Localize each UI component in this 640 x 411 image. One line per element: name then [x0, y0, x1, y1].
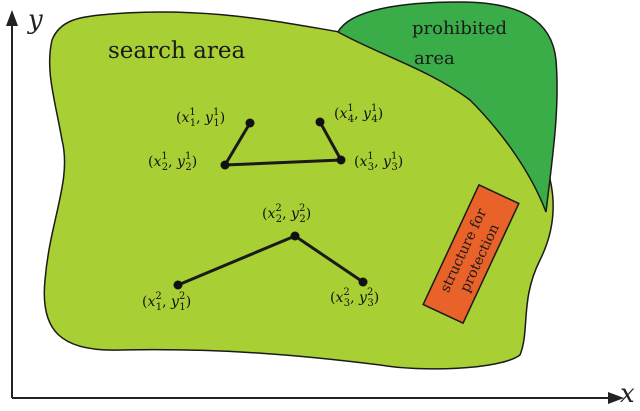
label-q2-ysub: 2 — [299, 214, 305, 225]
label-p2-ysub: 2 — [185, 162, 191, 173]
prohibited-area-region — [336, 1, 558, 213]
y-axis-arrow-icon — [6, 10, 18, 26]
label-p1-xsub: 1 — [190, 118, 196, 129]
label-p1-xsup: 1 — [189, 107, 195, 118]
label-q1-ysub: 1 — [179, 302, 185, 313]
label-q1-xsub: 1 — [156, 302, 162, 313]
label-p4-ysub: 4 — [371, 114, 377, 125]
label-q2-xsub: 2 — [276, 214, 282, 225]
label-p1-ysup: 1 — [213, 107, 219, 118]
label-p3-ysup: 1 — [391, 151, 397, 162]
node-q3 — [358, 277, 368, 287]
label-q2-xsup: 2 — [275, 203, 281, 214]
label-q3-ysup: 2 — [367, 287, 373, 298]
path-1 — [220, 117, 346, 170]
structure-box — [422, 183, 520, 325]
label-q2-ysup: 2 — [299, 203, 305, 214]
node-q2 — [290, 231, 300, 241]
label-p4-xsup: 1 — [347, 103, 353, 114]
label-q3-ysub: 3 — [367, 298, 373, 309]
x-axis-label: x — [620, 379, 635, 409]
y-axis-label: y — [27, 5, 43, 35]
node-p1 — [245, 118, 255, 128]
node-p3 — [336, 155, 346, 165]
x-axis-arrow-icon — [608, 392, 624, 404]
label-p3-ysub: 3 — [391, 162, 397, 173]
label-q1-ysup: 2 — [179, 291, 185, 302]
label-p1-ysub: 1 — [213, 118, 219, 129]
label-p2-ysup: 1 — [185, 151, 191, 162]
label-p2-xsup: 1 — [161, 151, 167, 162]
label-p4-ysup: 1 — [371, 103, 377, 114]
node-p4 — [315, 117, 325, 127]
axes — [6, 10, 624, 404]
prohibited-area-label-line2: area — [414, 48, 455, 69]
label-q3-xsup: 2 — [343, 287, 349, 298]
path-2 — [173, 231, 368, 290]
path-1-line — [223, 121, 343, 167]
label-q1-xsup: 2 — [155, 291, 161, 302]
node-q1 — [173, 280, 183, 290]
label-p2-xsub: 2 — [162, 162, 168, 173]
prohibited-area-label-line1: prohibited — [412, 18, 507, 39]
search-area-label: search area — [108, 38, 245, 64]
label-p4-xsub: 4 — [348, 114, 354, 125]
label-p3-xsub: 3 — [368, 162, 374, 173]
node-p2 — [220, 160, 230, 170]
label-p3-xsup: 1 — [367, 151, 373, 162]
label-q3-xsub: 3 — [344, 298, 350, 309]
